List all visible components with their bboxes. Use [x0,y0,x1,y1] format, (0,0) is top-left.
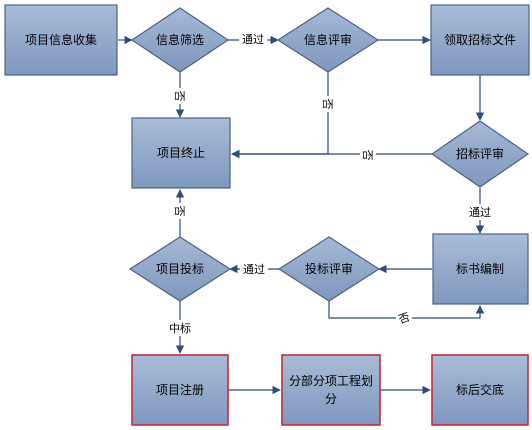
node-tender-review-label: 招标评审 [456,146,504,161]
edge-label-no: 否 [173,206,186,217]
node-divide-label-line2: 分 [325,392,337,406]
node-obtain-docs: 领取招标文件 [430,4,530,76]
node-register-label: 项目注册 [156,382,204,397]
node-obtain-docs-label: 领取招标文件 [444,32,516,47]
node-collect: 项目信息收集 [4,4,118,76]
node-review: 信息评审 [276,7,380,73]
node-bid-review-label: 投标评审 [305,261,353,276]
node-screen-label: 信息筛选 [156,32,204,47]
node-bid-review: 投标评审 [277,236,381,302]
node-review-label: 信息评审 [304,32,352,47]
edge-label-pass: 通过 [469,206,491,219]
node-terminate: 项目终止 [131,117,231,189]
node-terminate-label: 项目终止 [157,145,205,160]
node-register: 项目注册 [131,354,229,426]
node-tender-review: 招标评审 [430,120,530,188]
edge-label-no: 否 [321,99,334,110]
edge-label-no: 否 [361,150,374,161]
node-divide: 分部分项工程划 分 [281,354,381,426]
edge-label-pass: 通过 [242,33,264,46]
edge-label-no: 否 [397,310,412,326]
edge-review-terminate [231,72,329,159]
node-bid-prep-label: 标书编制 [456,261,504,276]
node-post-bid: 标后交底 [431,354,529,426]
node-project-bid: 项目投标 [128,236,232,302]
edge-label-win: 中标 [169,321,191,335]
edge-label-no: 否 [173,91,186,102]
node-collect-label: 项目信息收集 [25,32,97,47]
node-post-bid-label: 标后交底 [456,382,504,397]
node-bid-prep: 标书编制 [432,233,529,305]
node-project-bid-label: 项目投标 [156,261,204,276]
edge-label-pass: 通过 [243,263,265,276]
node-divide-label-line1: 分部分项工程划 [289,373,373,388]
node-screen: 信息筛选 [130,7,230,73]
